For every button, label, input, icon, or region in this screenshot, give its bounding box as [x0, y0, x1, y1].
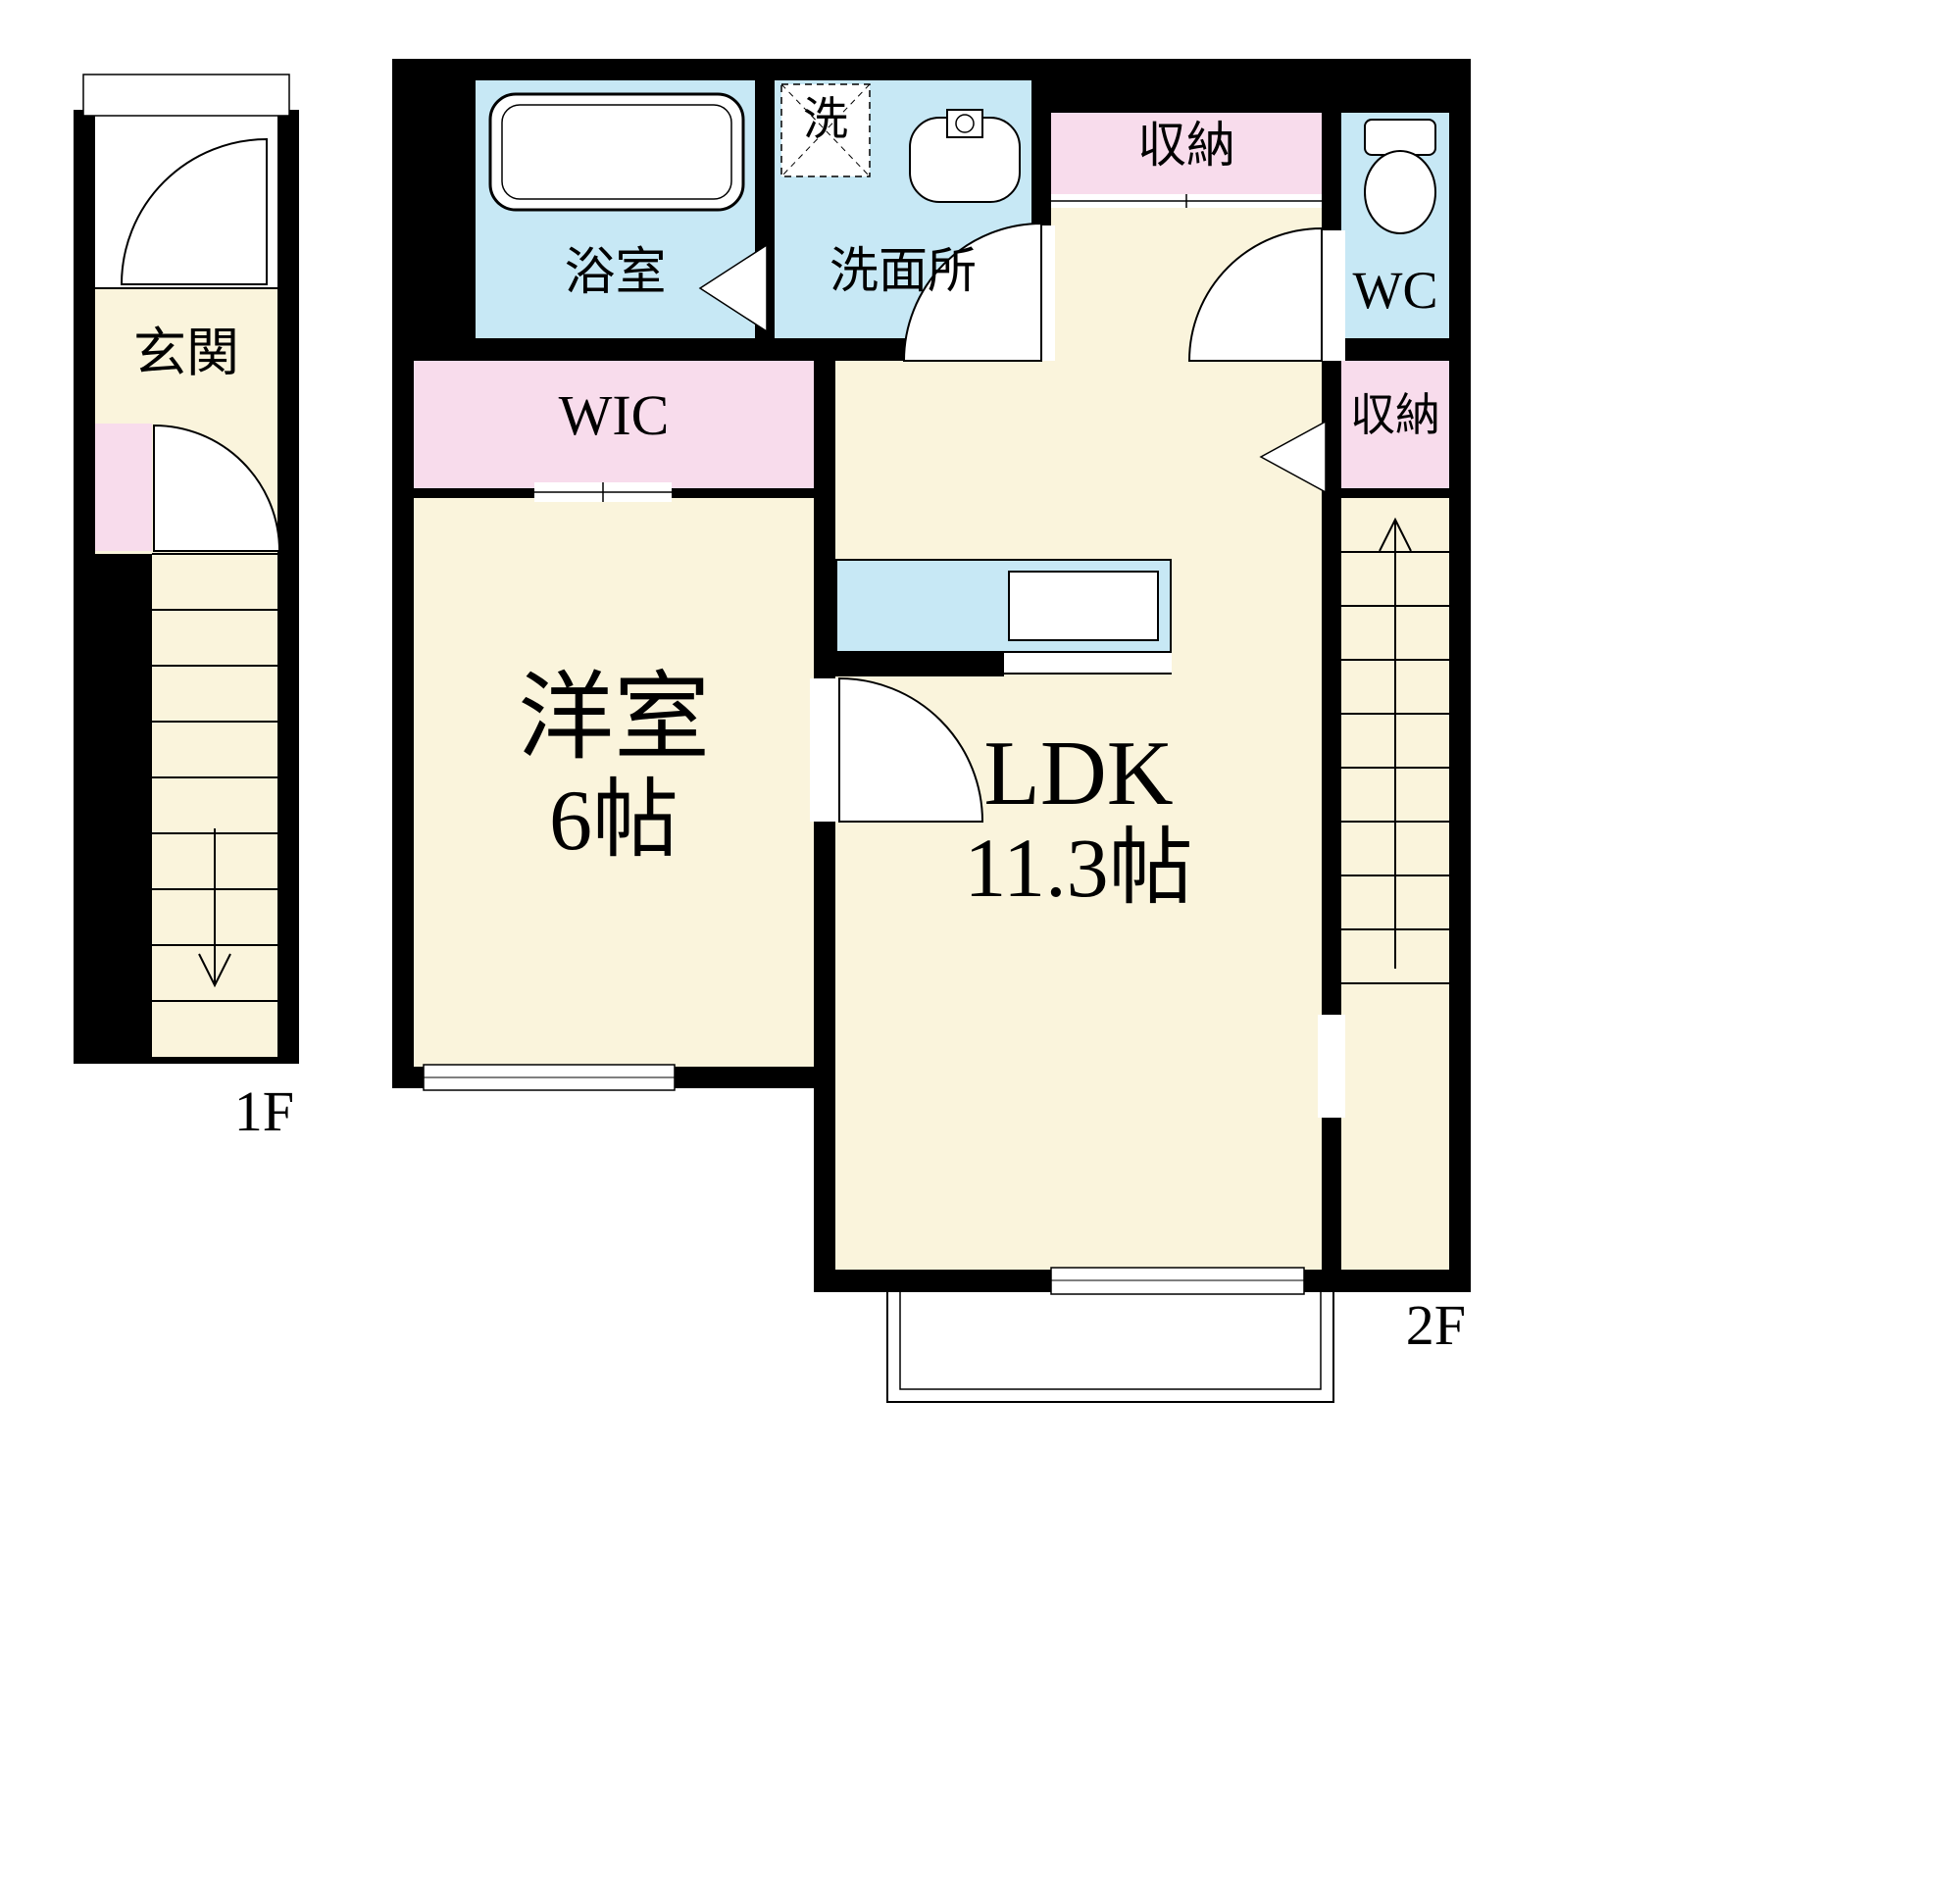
ldk-size-label: 11.3帖 — [964, 821, 1193, 915]
washroom-door-arc — [902, 222, 1042, 362]
laundry-pan-icon — [780, 83, 871, 177]
entrance-door-arc — [120, 137, 268, 285]
genkan-closet — [95, 424, 152, 551]
storage-right-room — [1341, 361, 1449, 488]
stove — [1008, 571, 1159, 641]
wic-room — [414, 361, 814, 488]
bathtub-icon — [488, 92, 745, 212]
ldk-door-arc — [838, 676, 984, 823]
western-room-window — [423, 1064, 676, 1091]
washroom-label: 洗面所 — [829, 243, 977, 298]
wic-label: WIC — [558, 383, 670, 447]
bathroom-label: 浴室 — [564, 245, 667, 301]
genkan-label: 玄関 — [133, 324, 239, 382]
wc-label: WC — [1352, 261, 1438, 320]
ldk-window — [1050, 1267, 1305, 1295]
ldk-door-gap — [810, 678, 839, 822]
stairs-down-arrow — [198, 828, 231, 988]
wic-slider — [534, 482, 672, 502]
toilet-icon — [1364, 119, 1436, 234]
western-room-label: 洋室 — [517, 666, 710, 772]
washbasin-icon — [909, 109, 1021, 203]
floor1-label: 1F — [233, 1079, 294, 1143]
floor2-label: 2F — [1405, 1293, 1466, 1357]
counter-step — [1004, 653, 1172, 675]
wc-door-arc — [1187, 226, 1323, 362]
storage-right-door-marker — [1259, 420, 1327, 494]
western-room-size: 6帖 — [548, 774, 678, 869]
storage-top-slider — [1051, 194, 1322, 208]
closet-door-arc — [153, 424, 281, 552]
western-room — [414, 498, 814, 1067]
porch-box — [82, 74, 290, 117]
storage-right-label: 収納 — [1350, 390, 1440, 440]
storage-top-label: 収納 — [1137, 118, 1235, 173]
stairs-wall-opening — [1318, 1015, 1345, 1118]
bathroom-door-marker — [698, 243, 768, 333]
laundry-label: 洗 — [803, 94, 848, 144]
storage-top-room — [1051, 113, 1322, 194]
counter-wall — [835, 653, 1004, 676]
balcony — [886, 1292, 1334, 1403]
ldk-label: LDK — [983, 723, 1174, 825]
stairs-up-arrow — [1379, 517, 1412, 969]
